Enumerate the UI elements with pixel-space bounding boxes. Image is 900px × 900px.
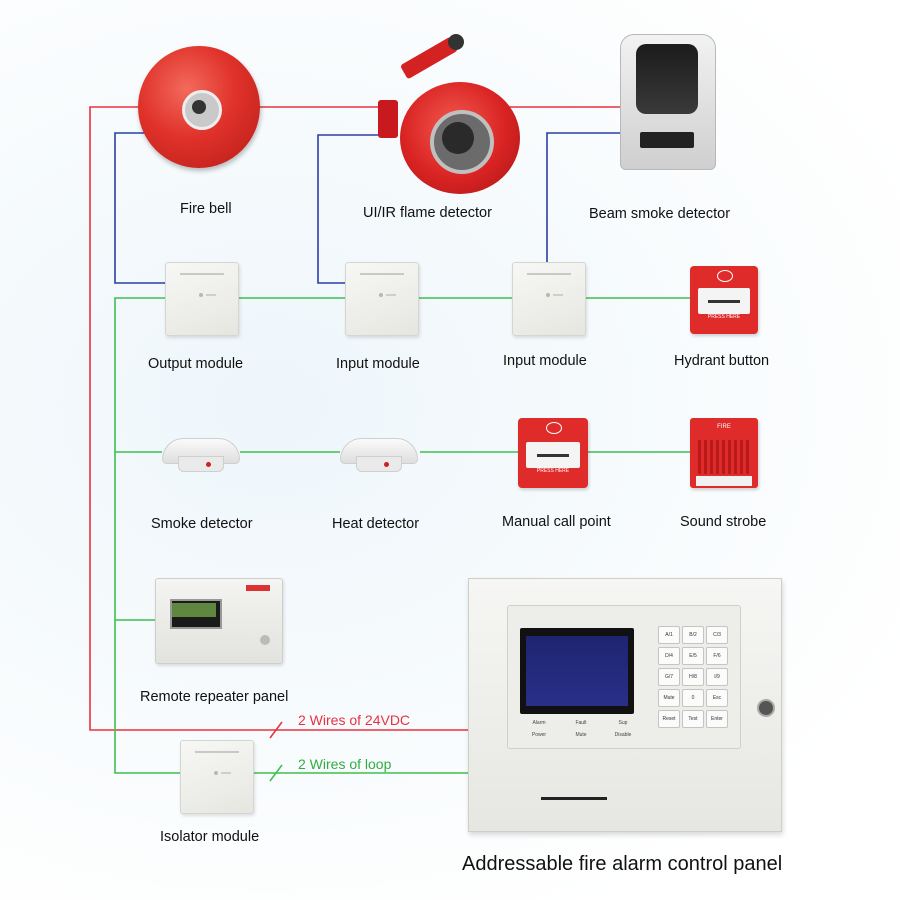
smoke-detector-device <box>162 432 240 472</box>
power-wire <box>89 106 468 731</box>
hydrant-press-here-text: PRESS HERE <box>707 314 741 320</box>
manual-call-point-device: PRESS HERE <box>518 418 588 488</box>
panel-key[interactable]: Esc <box>706 689 728 707</box>
panel-key[interactable]: A/1 <box>658 626 680 644</box>
panel-key[interactable]: 0 <box>682 689 704 707</box>
panel-function-key[interactable]: Alarm <box>532 720 546 726</box>
panel-key[interactable]: G/7 <box>658 668 680 686</box>
panel-lcd <box>520 628 634 714</box>
fire-bell-device <box>138 46 260 168</box>
panel-printer-slot <box>541 797 607 800</box>
panel-key[interactable]: B/2 <box>682 626 704 644</box>
panel-key[interactable]: Reset <box>658 710 680 728</box>
panel-key[interactable]: D/4 <box>658 647 680 665</box>
input-module-2-label: Input module <box>503 353 587 369</box>
panel-key[interactable]: Enter <box>706 710 728 728</box>
loop-wire-main <box>114 297 180 774</box>
input-module-1-device <box>345 262 419 336</box>
panel-function-key[interactable]: Power <box>531 732 547 738</box>
beam-detector-label: Beam smoke detector <box>589 206 731 222</box>
control-panel-title: Addressable fire alarm control panel <box>462 853 783 875</box>
hydrant-button-label: Hydrant button <box>674 353 770 369</box>
signal-wire-bell <box>114 132 170 284</box>
power-wire-tick <box>269 721 283 739</box>
panel-key[interactable]: F/6 <box>706 647 728 665</box>
smoke-detector-label: Smoke detector <box>151 516 253 532</box>
loop-wire-label: 2 Wires of loop <box>298 756 392 772</box>
call-point-press-here-text: PRESS HERE <box>536 468 570 474</box>
panel-key[interactable]: I/9 <box>706 668 728 686</box>
output-module-label: Output module <box>148 356 244 372</box>
beam-detector-device <box>620 34 716 170</box>
hydrant-button-device: PRESS HERE <box>690 266 758 334</box>
panel-key[interactable]: H/8 <box>682 668 704 686</box>
input-module-2-device <box>512 262 586 336</box>
fire-bell-label: Fire bell <box>180 201 232 217</box>
panel-key[interactable]: Mute <box>658 689 680 707</box>
flame-detector-device <box>360 30 530 195</box>
signal-wire-flame <box>317 134 398 284</box>
sound-strobe-device: FIRE <box>690 418 758 488</box>
remote-repeater-label: Remote repeater panel <box>140 689 289 705</box>
sound-strobe-fire-text: FIRE <box>717 424 731 430</box>
panel-function-key[interactable]: Fault <box>575 720 587 726</box>
panel-key[interactable]: C/3 <box>706 626 728 644</box>
isolator-module-label: Isolator module <box>160 829 260 845</box>
remote-repeater-device <box>155 578 283 664</box>
output-module-device <box>165 262 239 336</box>
panel-function-key[interactable]: Disable <box>614 732 632 738</box>
sound-strobe-label: Sound strobe <box>680 514 767 530</box>
isolator-module-device <box>180 740 254 814</box>
panel-function-key[interactable]: Sup <box>618 720 628 726</box>
flame-detector-label: UI/IR flame detector <box>363 205 492 221</box>
heat-detector-device <box>340 432 418 472</box>
power-wire-label: 2 Wires of 24VDC <box>298 712 411 728</box>
manual-call-point-label: Manual call point <box>502 514 611 530</box>
panel-key[interactable]: Test <box>682 710 704 728</box>
input-module-1-label: Input module <box>336 356 420 372</box>
panel-function-key[interactable]: Mute <box>575 732 587 738</box>
loop-wire-tick <box>269 764 283 782</box>
panel-key-lock[interactable] <box>757 699 775 717</box>
signal-wire-beam <box>546 132 628 263</box>
heat-detector-label: Heat detector <box>332 516 420 532</box>
panel-key[interactable]: E/5 <box>682 647 704 665</box>
